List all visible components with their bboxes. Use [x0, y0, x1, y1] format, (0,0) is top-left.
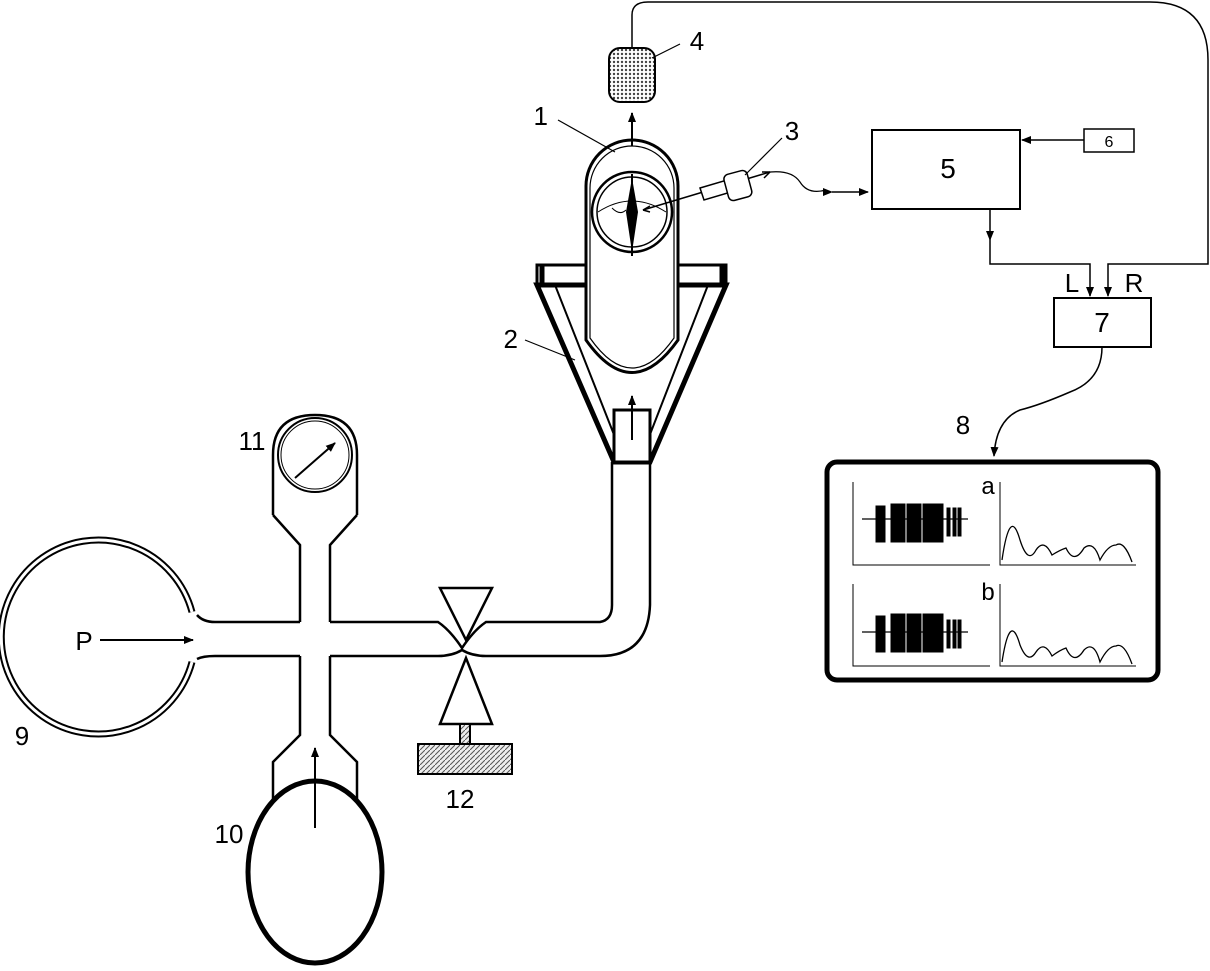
- label-2: 2: [504, 324, 518, 354]
- label-1: 1: [534, 101, 548, 131]
- waveform-a: [852, 482, 990, 566]
- label-a: a: [981, 473, 995, 500]
- microphone: [608, 47, 656, 103]
- pressure-gauge: [271, 413, 359, 515]
- display-panel: [824, 459, 1161, 683]
- label-7: 7: [1094, 307, 1110, 338]
- ultrasound-probe: [642, 169, 827, 213]
- label-10: 10: [215, 819, 244, 849]
- processor-block: [871, 129, 1021, 210]
- heart-chamber: [584, 112, 680, 374]
- waveform-b: [852, 584, 990, 667]
- spectrum-b: [999, 584, 1136, 667]
- label-5: 5: [940, 153, 956, 184]
- clamp-valve: [417, 586, 513, 775]
- bulb-left: [0, 536, 196, 738]
- label-4: 4: [690, 26, 704, 56]
- label-9: 9: [15, 721, 29, 751]
- label-12: 12: [446, 784, 475, 814]
- display-arrow: [990, 346, 1103, 457]
- label-p: P: [75, 626, 92, 656]
- label-11: 11: [239, 426, 266, 456]
- spectrum-a: [999, 482, 1136, 566]
- label-r: R: [1125, 268, 1144, 298]
- leader-lines: [524, 43, 783, 361]
- signal-wires: [631, 1, 1209, 297]
- label-8: 8: [956, 410, 970, 440]
- gauge-needle: [294, 442, 336, 479]
- label-b: b: [981, 579, 994, 606]
- label-3: 3: [785, 116, 799, 146]
- label-6: 6: [1105, 134, 1114, 151]
- label-l: L: [1065, 268, 1079, 298]
- bulb-bottom: [245, 747, 385, 966]
- tube-network: [196, 462, 652, 800]
